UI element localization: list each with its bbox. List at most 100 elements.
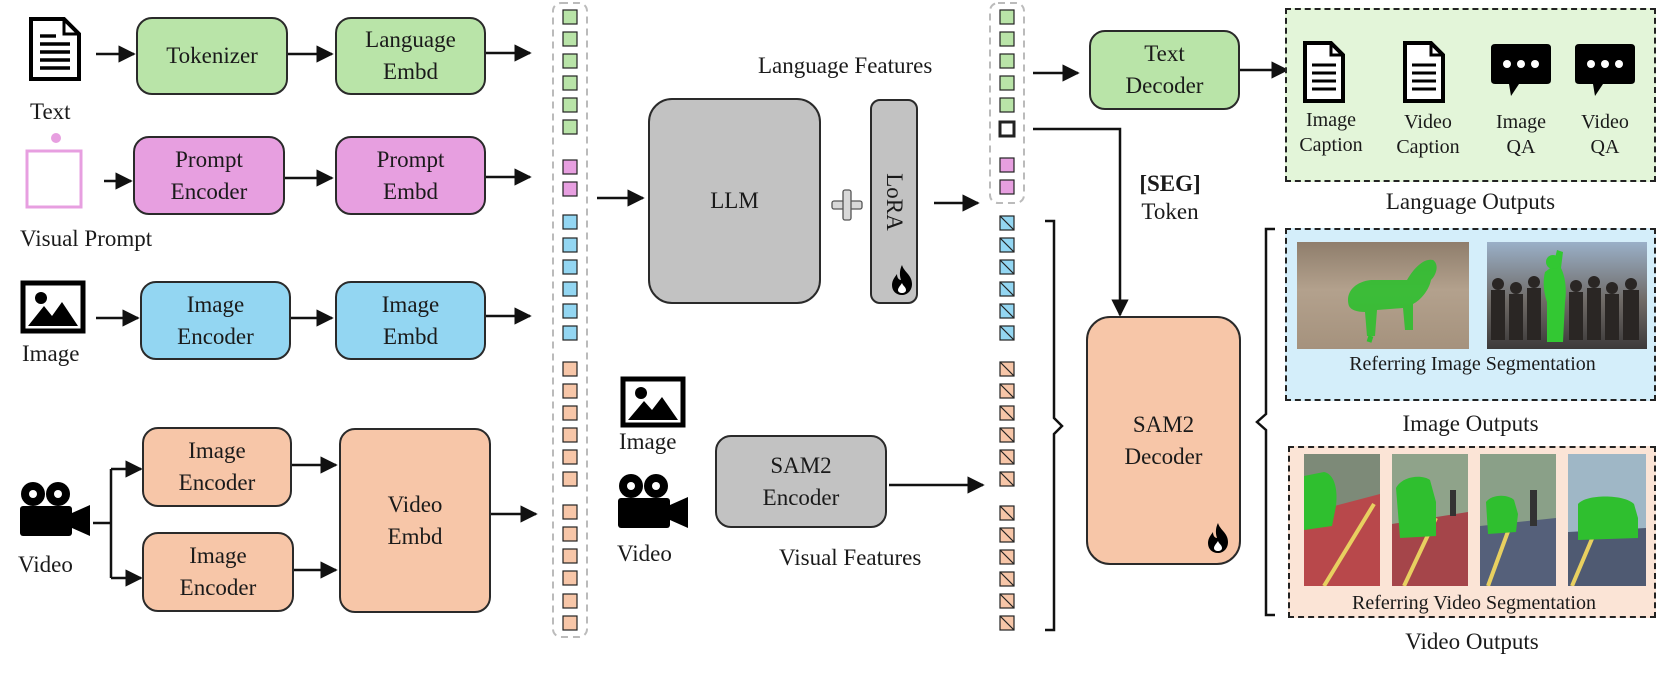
- visual-features-brace: [1045, 219, 1064, 632]
- seg-token-bold: [SEG]: [1139, 171, 1201, 196]
- video-token: [562, 504, 578, 520]
- video-token: [562, 593, 578, 609]
- video-frame: [1480, 454, 1556, 586]
- language-feature-token: [999, 53, 1015, 69]
- llm-box: LLM: [648, 98, 821, 304]
- image-outputs-title: Image Outputs: [1402, 411, 1539, 436]
- input-image-label: Image: [22, 341, 80, 366]
- token-hatch: [999, 215, 1015, 231]
- image-encoder-box: Image Encoder: [140, 281, 291, 360]
- segmentation-photo-dog: [1297, 242, 1469, 349]
- document-icon: [1303, 41, 1345, 103]
- language-outputs-title: Language Outputs: [1385, 189, 1556, 214]
- video-frame: [1304, 454, 1380, 586]
- language-token: [562, 97, 578, 113]
- image-outputs-panel: Referring Image Segmentation: [1285, 228, 1656, 401]
- language-feature-token: [999, 31, 1015, 47]
- document-icon: [1403, 41, 1445, 103]
- fire-icon: [892, 265, 912, 295]
- image-outputs-caption: Referring Image Segmentation: [1349, 353, 1596, 375]
- output-item-label: Video Caption: [1396, 111, 1460, 158]
- input-video-label: Video: [18, 552, 73, 577]
- token-hatch: [999, 281, 1015, 297]
- document-icon: [29, 17, 81, 81]
- language-feature-column: [989, 2, 1025, 204]
- prompt-encoder-box: Prompt Encoder: [133, 136, 285, 215]
- video-image-encoder-2-box: Image Encoder: [142, 532, 294, 612]
- chat-bubble-icon: [1575, 44, 1635, 96]
- arrow-seg-token-to-sam2-decoder: [1033, 127, 1129, 317]
- chat-bubble-icon: [1491, 44, 1551, 96]
- token-hatch: [999, 427, 1015, 443]
- seg-token-word: Token: [1141, 199, 1199, 224]
- token-hatch: [999, 259, 1015, 275]
- mid-video-label: Video: [617, 541, 672, 566]
- token-hatch: [999, 571, 1015, 587]
- token-hatch: [999, 471, 1015, 487]
- language-token: [562, 31, 578, 47]
- seg-token: [998, 120, 1016, 138]
- input-visual-prompt-label: Visual Prompt: [20, 226, 153, 251]
- language-token: [562, 75, 578, 91]
- image-icon: [620, 376, 686, 428]
- video-token: [562, 427, 578, 443]
- prompt-feature-token: [999, 157, 1015, 173]
- video-token: [562, 471, 578, 487]
- lora-label: LoRA: [882, 172, 907, 231]
- video-token: [562, 449, 578, 465]
- sam2-decoder-box: SAM2 Decoder: [1086, 316, 1241, 565]
- token-hatch: [999, 593, 1015, 609]
- image-token: [562, 259, 578, 275]
- prompt-embd-box: Prompt Embd: [335, 136, 486, 215]
- video-token: [562, 361, 578, 377]
- image-token: [562, 303, 578, 319]
- token-hatch: [999, 303, 1015, 319]
- prompt-token: [562, 159, 578, 175]
- token-cells: [562, 9, 1016, 631]
- language-features-label: Language Features: [758, 53, 933, 78]
- language-feature-token: [999, 75, 1015, 91]
- seg-token-label: [SEG] Token: [1126, 170, 1214, 226]
- video-token: [562, 548, 578, 564]
- video-camera-icon: [20, 482, 90, 536]
- video-frame: [1392, 454, 1468, 586]
- video-outputs-title: Video Outputs: [1405, 629, 1539, 654]
- token-hatch: [999, 361, 1015, 377]
- language-outputs-panel: Image Caption Video Caption Image QA Vid…: [1285, 8, 1656, 182]
- token-hatch: [999, 505, 1015, 521]
- token-hatch: [999, 615, 1015, 631]
- image-embd-box: Image Embd: [335, 281, 486, 360]
- token-hatch: [999, 449, 1015, 465]
- crowd-mask: [1491, 250, 1639, 342]
- plus-icon: [831, 189, 863, 221]
- image-token: [562, 325, 578, 341]
- token-hatch: [999, 325, 1015, 341]
- output-item-label: Video QA: [1581, 111, 1629, 158]
- output-item-label: Image Caption: [1299, 109, 1363, 156]
- video-token: [562, 526, 578, 542]
- video-frame: [1568, 454, 1646, 586]
- segmentation-photo-crowd: [1487, 242, 1647, 349]
- output-item-label: Image QA: [1496, 111, 1546, 158]
- token-hatch: [999, 237, 1015, 253]
- image-icon: [20, 280, 86, 334]
- language-token: [562, 119, 578, 135]
- input-token-column: [552, 2, 588, 638]
- video-token: [562, 405, 578, 421]
- prompt-token: [562, 181, 578, 197]
- video-token: [562, 615, 578, 631]
- lora-box: LoRA: [870, 99, 918, 304]
- tokenizer-box: Tokenizer: [136, 17, 288, 95]
- video-outputs-panel: Referring Video Segmentation: [1288, 446, 1656, 618]
- video-outputs-caption: Referring Video Segmentation: [1352, 592, 1596, 614]
- video-token: [562, 383, 578, 399]
- video-image-encoder-1-box: Image Encoder: [142, 427, 292, 507]
- image-token: [562, 214, 578, 230]
- mid-image-label: Image: [619, 429, 677, 454]
- image-token: [562, 281, 578, 297]
- input-text-label: Text: [30, 99, 71, 124]
- dog-mask: [1347, 259, 1437, 343]
- video-token: [562, 570, 578, 586]
